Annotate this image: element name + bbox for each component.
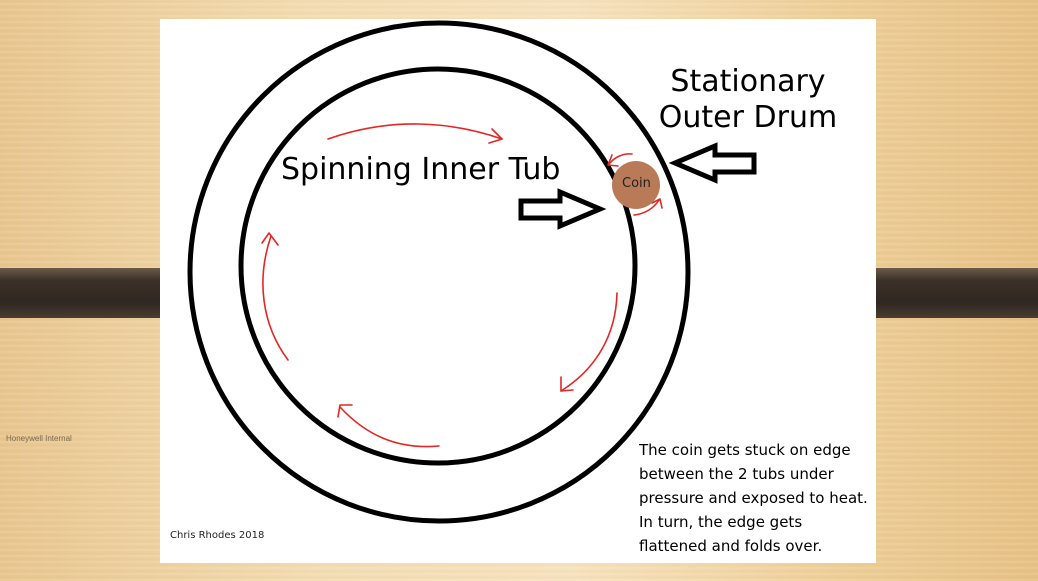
left-block-arrow-icon (668, 142, 757, 184)
coin-label: Coin (622, 176, 651, 191)
coin (612, 161, 660, 209)
coin-rotation-arrow-bottom (633, 198, 663, 216)
credit-text: Chris Rhodes 2018 (170, 530, 265, 541)
diagram-slide: Stationary Outer Drum Spinning Inner Tub… (160, 19, 876, 563)
inner-tub-ring (238, 66, 638, 466)
rotation-arrow-left (261, 232, 289, 361)
rotation-arrow-right (560, 292, 618, 392)
tub-diagram (187, 20, 757, 524)
footer-label: Honeywell Internal (6, 434, 72, 443)
inner-tub-label: Spinning Inner Tub (281, 152, 561, 187)
outer-drum-label: Stationary Outer Drum (658, 64, 838, 135)
outer-drum-ring (187, 20, 691, 524)
rotation-arrow-top (327, 123, 503, 144)
coin-rotation-arrow-top (607, 153, 633, 167)
caption-text: The coin gets stuck on edge between the … (639, 441, 868, 555)
rotation-arrow-bottom (337, 404, 440, 448)
right-block-arrow-icon (518, 188, 607, 230)
